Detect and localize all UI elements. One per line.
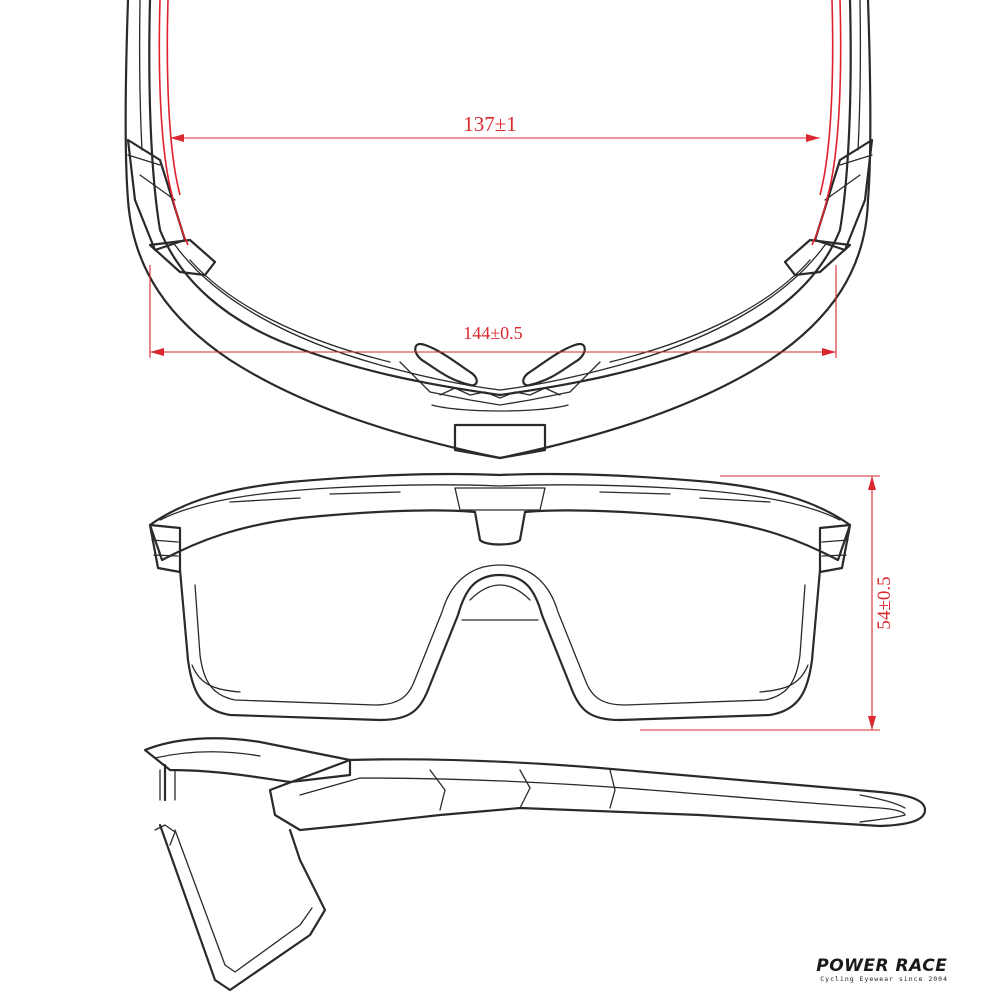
top-view-nose-bridge: [399, 361, 601, 406]
top-view-nose-bridge-2: [439, 387, 561, 399]
front-view-brow-bar: [148, 472, 852, 562]
front-view-right-hinge: [818, 523, 852, 574]
brand-name: POWER RACE: [816, 956, 948, 976]
side-view-lens-outline: [158, 763, 327, 992]
top-view-left-hinge: [126, 138, 187, 252]
front-view-lens-bottom-band: [191, 664, 809, 693]
side-view-temple-tip: [859, 794, 906, 823]
top-view-inner-shell: [148, 0, 852, 397]
top-view-nose-pad-left: [414, 342, 478, 387]
top-view-left-endpiece: [148, 238, 217, 277]
top-view-left-red-line-2: [166, 0, 181, 196]
top-view-nose-pad-right: [522, 342, 586, 387]
side-view-brow: [143, 737, 352, 784]
dim-144-arrow-left: [150, 348, 164, 356]
top-view-right-endpiece: [783, 238, 852, 277]
dimension-total-width: 144±0.5: [149, 265, 837, 358]
dim-54-arrow-bottom: [868, 716, 876, 730]
side-view-temple-segment-2: [519, 769, 531, 809]
top-view-right-red-line: [811, 0, 842, 246]
side-view-lens-clip: [154, 824, 176, 846]
top-view-bridge-line: [431, 404, 569, 412]
dim-137-label: 137±1: [463, 112, 517, 136]
dimension-lens-height: 54±0.5: [640, 475, 895, 731]
top-view-rim-line: [174, 244, 826, 391]
brand-tagline: Cycling Eyewear since 2004: [820, 975, 948, 983]
front-view-right-hinge-detail: [821, 539, 849, 557]
brand-logo: POWER RACE Cycling Eyewear since 2004: [816, 957, 948, 984]
top-view-rim-line-3: [609, 259, 811, 363]
dim-144-arrow-right: [822, 348, 836, 356]
dim-137-label-bg: [432, 108, 562, 134]
front-view-left-hinge: [148, 523, 182, 574]
top-view-left-temple-line: [138, 0, 143, 151]
top-view-right-hinge-detail: [824, 154, 873, 201]
top-view-right-red-line-2: [819, 0, 834, 196]
front-view-left-hinge-detail: [151, 539, 179, 557]
dimension-frame-width: 137±1: [170, 108, 820, 142]
top-view-left-hinge-detail: [127, 154, 176, 201]
side-view-lens-inner: [174, 769, 313, 973]
front-view-lens-inner: [194, 564, 806, 706]
side-view-temple-segment-1: [429, 769, 446, 811]
dim-137-arrow-right: [806, 134, 820, 142]
dim-54-arrow-top: [868, 476, 876, 490]
front-view: [148, 472, 852, 722]
top-view: [124, 0, 874, 460]
side-view-temple-segment-3: [609, 769, 616, 809]
top-view-left-red-line: [158, 0, 189, 246]
side-view: [143, 737, 927, 992]
top-view-right-hinge: [813, 138, 874, 252]
front-view-nose-bridge-inner: [461, 584, 539, 621]
dim-144-label-bg: [448, 320, 538, 342]
dim-137-arrow-left: [170, 134, 184, 142]
front-view-lens-outline: [178, 568, 822, 722]
top-view-center-tab: [453, 423, 547, 460]
side-view-temple-inner: [299, 777, 906, 816]
front-view-brow-vents: [229, 491, 771, 503]
side-view-temple-outer: [268, 758, 927, 832]
side-view-brow-detail: [154, 751, 261, 801]
top-view-rim-line-2: [189, 259, 391, 363]
dim-54-label: 54±0.5: [874, 576, 895, 629]
front-view-brow-line: [159, 484, 841, 521]
top-view-right-temple-line: [857, 0, 862, 151]
front-view-center-logo: [454, 487, 546, 511]
dim-144-label: 144±0.5: [463, 323, 522, 343]
